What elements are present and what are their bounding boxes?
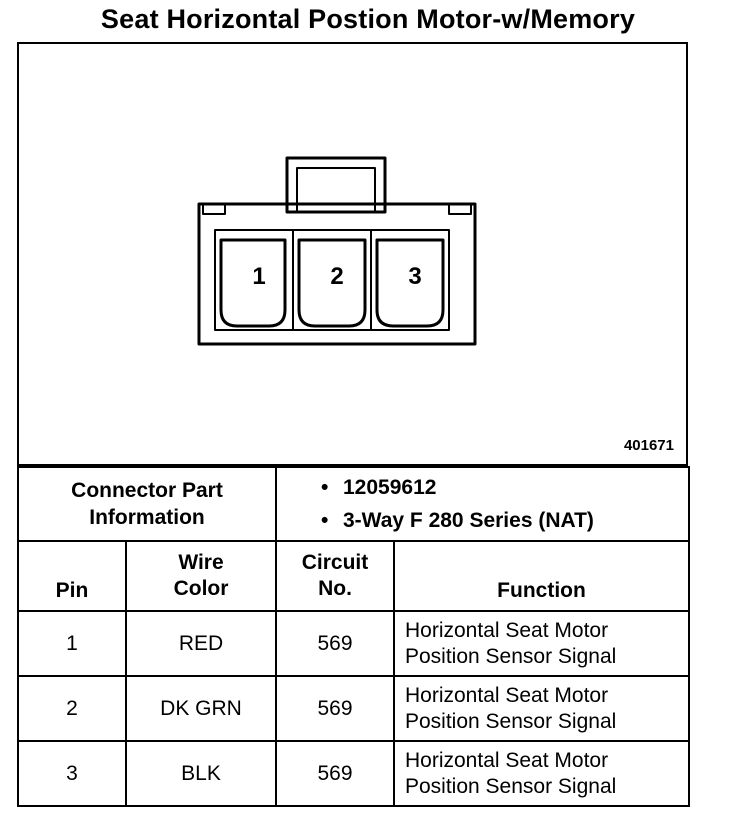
right-corner-notch (448, 203, 472, 215)
connector-info-list: •12059612 •3-Way F 280 Series (NAT) (274, 466, 691, 542)
connector-table: Connector Part Information •12059612 •3-… (17, 466, 691, 807)
pin-cavity-3 (375, 238, 445, 328)
header-function: Function (392, 540, 691, 612)
diagram-id: 401671 (623, 437, 674, 454)
connector-body (197, 202, 477, 346)
pin-label-3: 3 (408, 263, 421, 290)
function-cell: Horizontal Seat Motor Position Sensor Si… (392, 740, 691, 807)
wire-color-cell: RED (125, 610, 277, 677)
page-title: Seat Horizontal Postion Motor-w/Memory (100, 4, 636, 34)
table-header-row: Pin Wire Color Circuit No. Function (17, 540, 691, 612)
locking-tab-inner (296, 167, 376, 213)
connector-diagram: 1 2 3 401671 (17, 42, 688, 466)
list-item: •12059612 (321, 476, 437, 499)
circuit-cell: 569 (275, 610, 395, 677)
pin-cavity-1 (219, 238, 287, 328)
function-cell: Horizontal Seat Motor Position Sensor Si… (392, 610, 691, 677)
cavity-frame (214, 229, 450, 331)
connector-drawing: 1 2 3 (197, 156, 477, 346)
table-row: 2 DK GRN 569 Horizontal Seat Motor Posit… (17, 675, 691, 742)
pin-cavity-2 (297, 238, 367, 328)
pin-cell: 1 (17, 610, 127, 677)
pin-cell: 2 (17, 675, 127, 742)
header-pin: Pin (17, 540, 127, 612)
header-wire-color: Wire Color (125, 540, 277, 612)
table-row: 3 BLK 569 Horizontal Seat Motor Position… (17, 740, 691, 807)
list-item: •3-Way F 280 Series (NAT) (321, 509, 594, 532)
connector-info-row: Connector Part Information •12059612 •3-… (17, 466, 691, 542)
circuit-cell: 569 (275, 740, 395, 807)
wire-color-cell: BLK (125, 740, 277, 807)
table-row: 1 RED 569 Horizontal Seat Motor Position… (17, 610, 691, 677)
connector-info-label: Connector Part Information (17, 466, 277, 542)
left-corner-notch (202, 203, 226, 215)
wire-color-cell: DK GRN (125, 675, 277, 742)
function-cell: Horizontal Seat Motor Position Sensor Si… (392, 675, 691, 742)
header-circuit: Circuit No. (275, 540, 395, 612)
circuit-cell: 569 (275, 675, 395, 742)
pin-cell: 3 (17, 740, 127, 807)
pin-label-1: 1 (252, 263, 265, 290)
pin-label-2: 2 (330, 263, 343, 290)
